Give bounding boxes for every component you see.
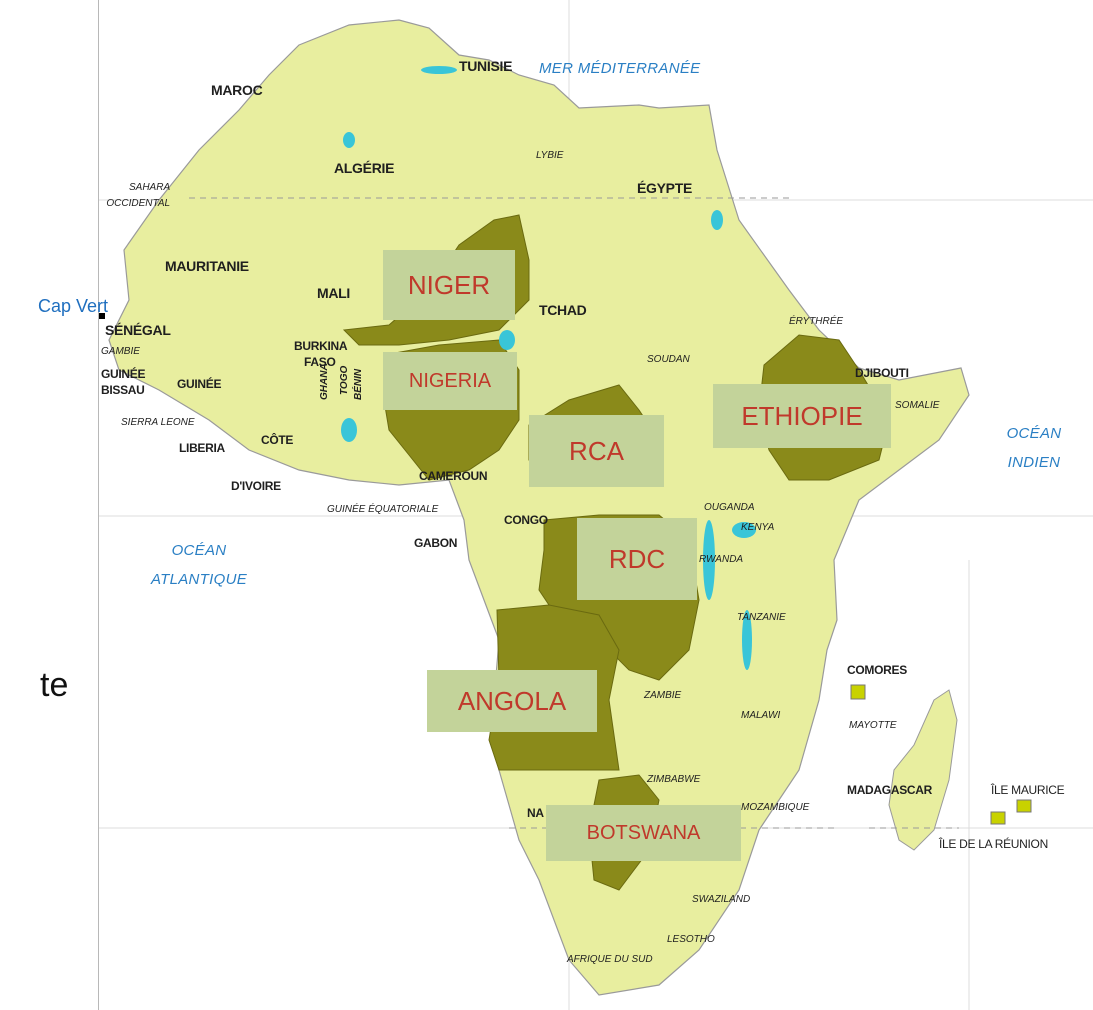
highlight-rca: RCA: [529, 415, 664, 487]
label-mozambique: MOZAMBIQUE: [741, 802, 810, 813]
ocean-indian: OCÉAN INDIEN: [989, 425, 1079, 471]
label-soudan: SOUDAN: [647, 354, 690, 365]
ocean-indian-line1: OCÉAN: [1006, 425, 1062, 442]
label-gabon: GABON: [414, 536, 458, 550]
label-burkina-line2: FASO: [304, 355, 336, 369]
label-guinee-bissau-line2: BISSAU: [101, 383, 145, 397]
label-burkina: BURKINA FASO: [294, 338, 348, 370]
label-guinee-bissau: GUINÉE BISSAU: [101, 366, 146, 398]
label-swaziland: SWAZILAND: [692, 894, 751, 905]
left-text-fragment: te: [40, 666, 69, 704]
label-ouganda: OUGANDA: [704, 502, 755, 513]
label-cote: CÔTE: [261, 433, 294, 447]
highlight-ethiopie: ETHIOPIE: [713, 384, 891, 448]
reunion-island: [990, 811, 1006, 825]
label-afrique-du-sud: AFRIQUE DU SUD: [567, 954, 653, 965]
label-mayotte: MAYOTTE: [849, 720, 897, 731]
label-libye: LYBIE: [536, 150, 564, 161]
highlight-rdc: RDC: [577, 518, 697, 600]
label-djibouti: DJIBOUTI: [855, 366, 909, 380]
label-zambie: ZAMBIE: [644, 690, 682, 701]
label-tanzanie: TANZANIE: [737, 612, 786, 623]
highlight-nigeria: NIGERIA: [383, 352, 517, 410]
label-namibie: NA: [527, 806, 544, 820]
label-maroc: MAROC: [211, 82, 263, 98]
label-tunisie: TUNISIE: [459, 58, 513, 74]
highlight-botswana: BOTSWANA: [546, 805, 741, 861]
label-sahara-line1: SAHARA: [129, 182, 171, 193]
mayotte-island: [850, 684, 866, 700]
label-egypte: ÉGYPTE: [637, 180, 692, 196]
label-guinee-bissau-line1: GUINÉE: [101, 367, 146, 381]
label-senegal: SÉNÉGAL: [105, 322, 171, 338]
ocean-atlantic: OCÉAN ATLANTIQUE: [144, 542, 254, 588]
label-mali: MALI: [317, 285, 351, 301]
label-guinee-equatoriale: GUINÉE ÉQUATORIALE: [327, 504, 439, 515]
label-mauritanie: MAURITANIE: [165, 258, 249, 274]
label-kenya: KENYA: [741, 522, 775, 533]
cap-vert-marker: [99, 313, 105, 319]
label-somalie: SOMALIE: [895, 400, 940, 411]
label-erythree: ÉRYTHRÉE: [789, 316, 844, 327]
water-bodies: [341, 66, 756, 670]
ocean-mediterranean: MER MÉDITERRANÉE: [539, 60, 701, 77]
label-divoire: D'IVOIRE: [231, 479, 281, 493]
label-ghana: GHANA: [319, 363, 330, 400]
label-congo: CONGO: [504, 513, 548, 527]
label-malawi: MALAWI: [741, 710, 781, 721]
label-zimbabwe: ZIMBABWE: [647, 774, 701, 785]
label-sahara-line2: OCCIDENTAL: [106, 198, 171, 209]
label-algerie: ALGÉRIE: [334, 160, 395, 176]
label-ile-maurice: ÎLE MAURICE: [991, 783, 1065, 797]
blank-patch: [0, 765, 98, 835]
maurice-island: [1016, 799, 1032, 813]
label-sahara: SAHARA OCCIDENTAL: [106, 180, 171, 212]
highlight-angola: ANGOLA: [427, 670, 597, 732]
label-guinee: GUINÉE: [177, 377, 222, 391]
label-tchad: TCHAD: [539, 302, 587, 318]
madagascar-shape: [888, 689, 958, 851]
label-gambie: GAMBIE: [101, 346, 140, 357]
africa-landmass: [108, 19, 970, 996]
highlight-niger: NIGER: [383, 250, 515, 320]
label-lesotho: LESOTHO: [667, 934, 715, 945]
africa-map: MER MÉDITERRANÉE OCÉAN ATLANTIQUE OCÉAN …: [98, 0, 1093, 1010]
label-comores: COMORES: [847, 663, 907, 677]
label-liberia: LIBERIA: [179, 441, 225, 455]
label-ile-reunion: ÎLE DE LA RÉUNION: [939, 837, 1048, 851]
label-cap-vert: Cap Vert: [38, 296, 109, 316]
label-madagascar: MADAGASCAR: [847, 783, 932, 797]
label-rwanda: RWANDA: [699, 554, 744, 565]
label-cameroun: CAMEROUN: [419, 469, 488, 483]
label-benin: BÉNIN: [353, 368, 364, 400]
label-burkina-line1: BURKINA: [294, 339, 348, 353]
ocean-indian-line2: INDIEN: [1007, 454, 1061, 471]
ocean-atlantic-line2: ATLANTIQUE: [150, 571, 248, 588]
label-sierra-leone: SIERRA LEONE: [121, 417, 195, 428]
ocean-atlantic-line1: OCÉAN: [171, 542, 227, 559]
